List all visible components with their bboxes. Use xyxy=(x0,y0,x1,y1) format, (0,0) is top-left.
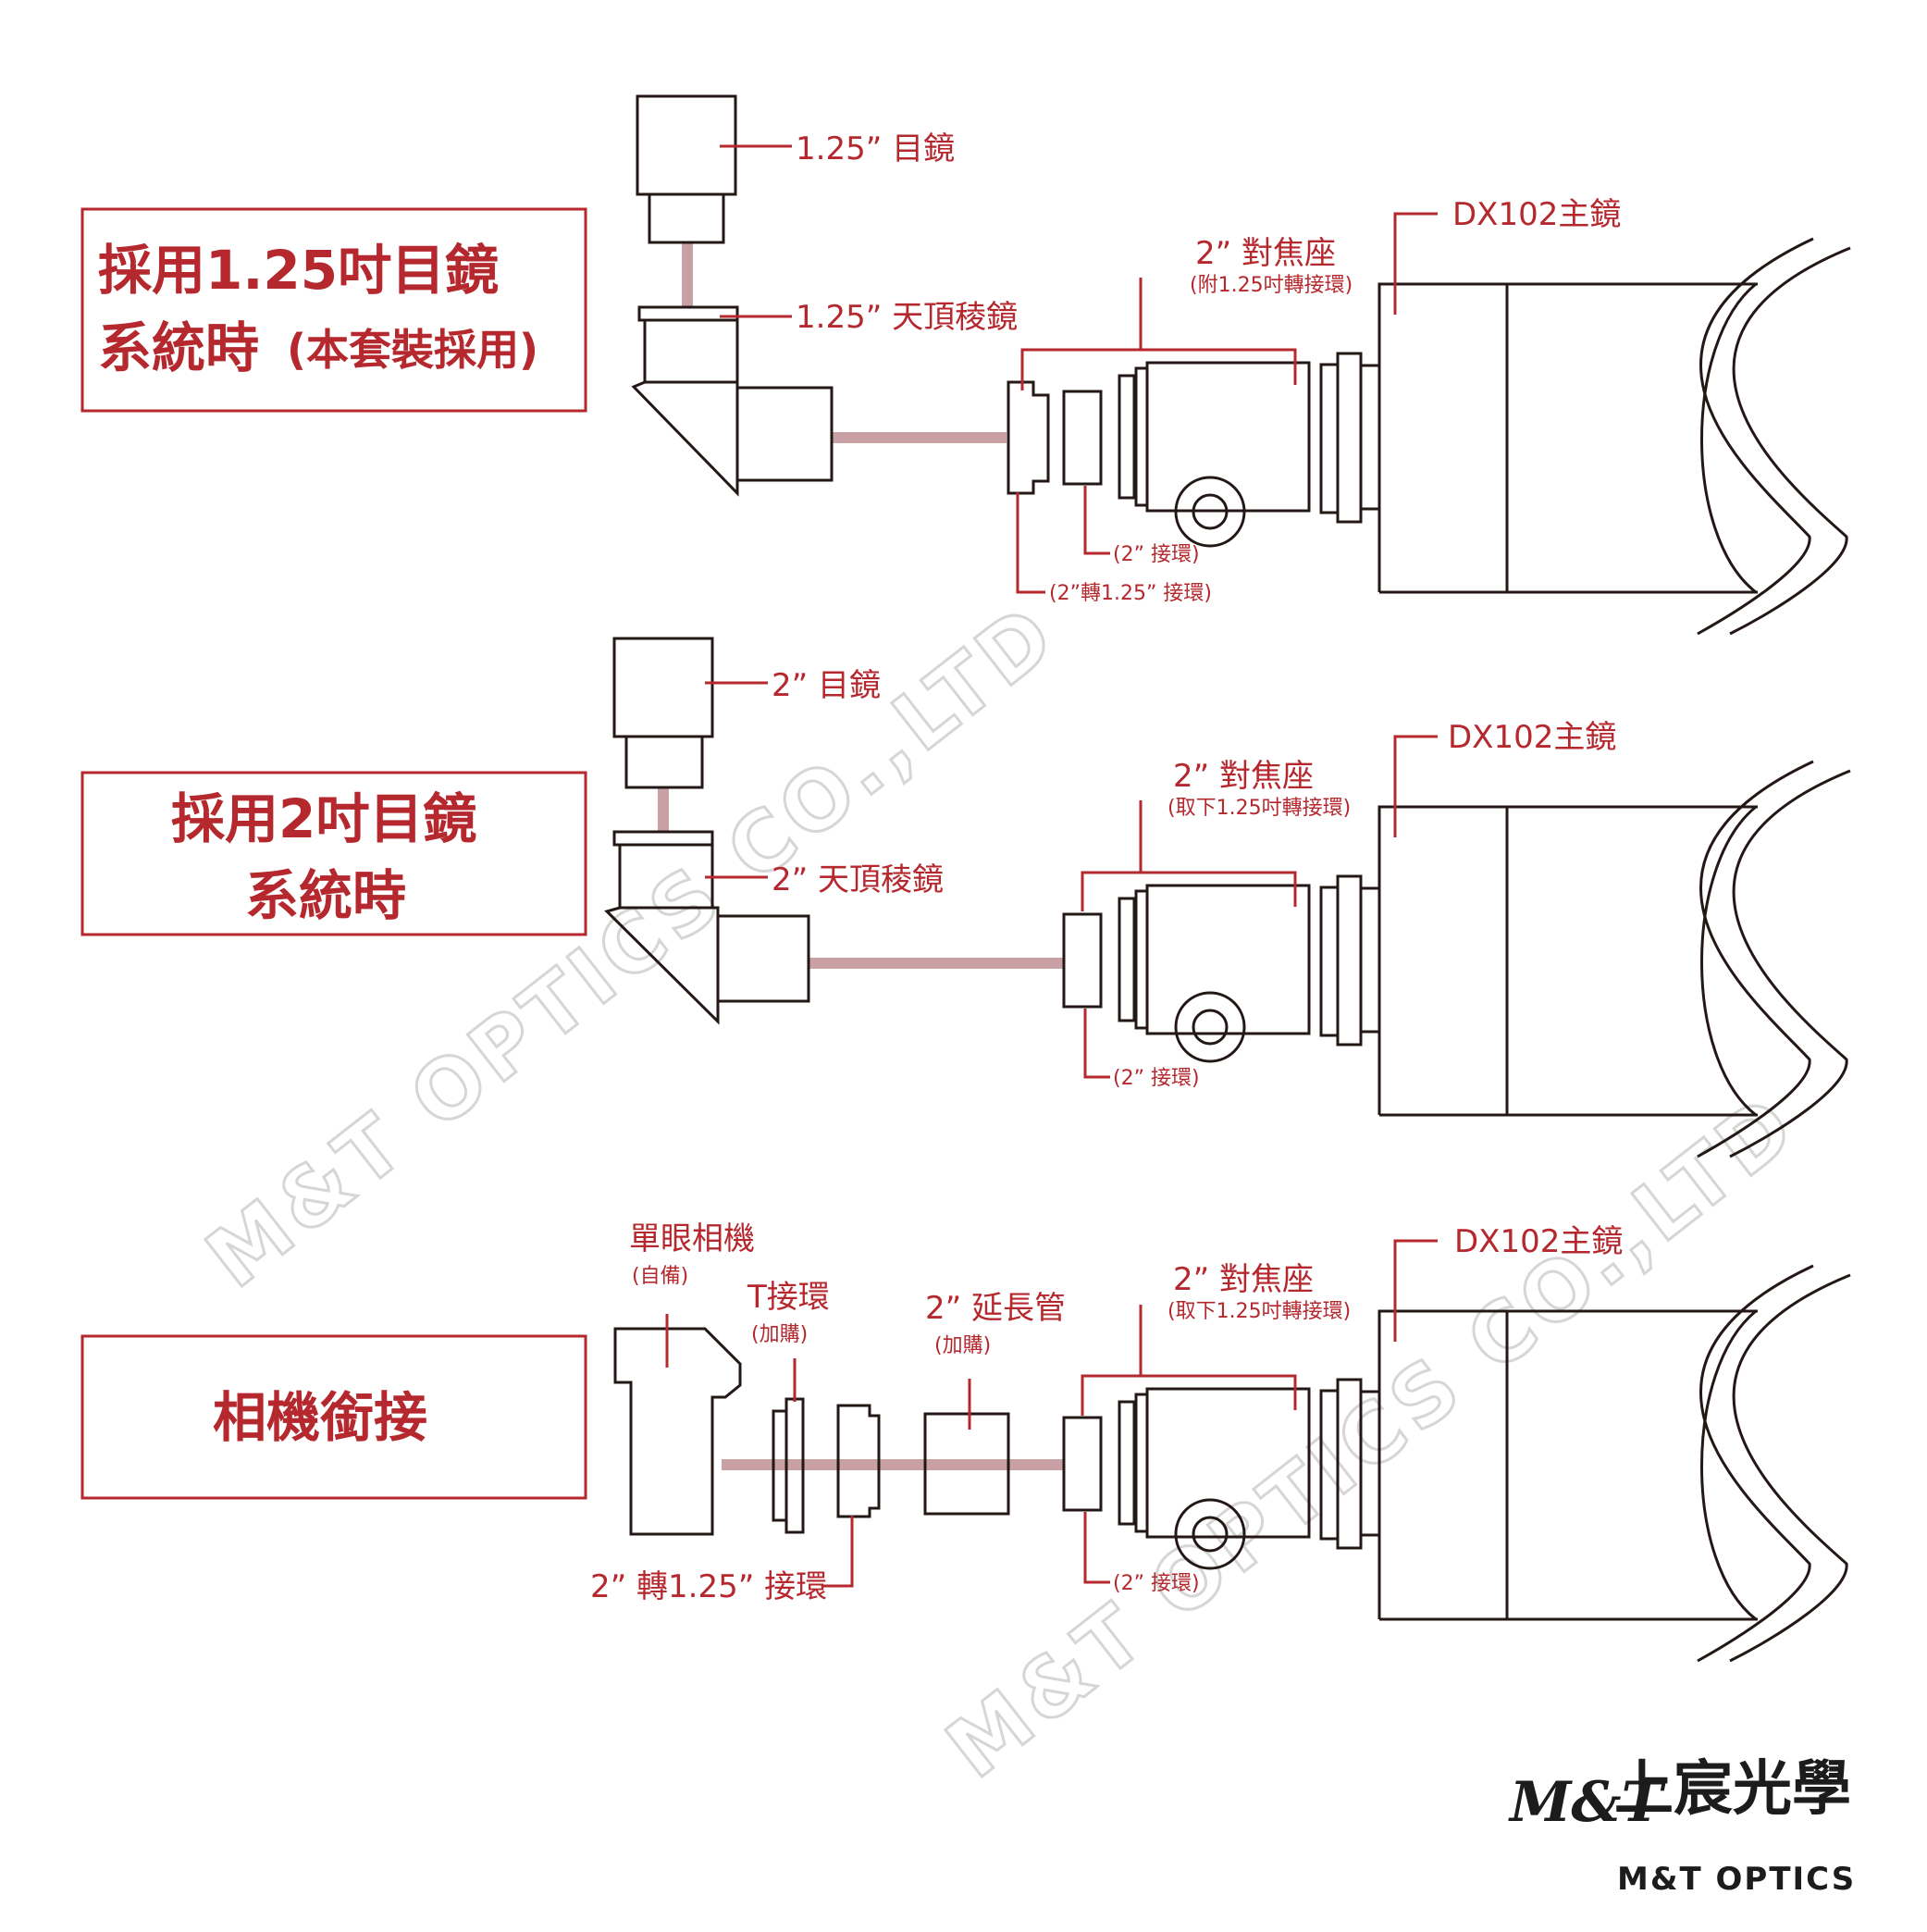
section-2-text: 採用2吋目鏡 系統時 2” 目鏡 2” 天頂稜鏡 2” 對焦座 (取下1.25吋… xyxy=(171,667,1616,1090)
label-ring-2-inch-2: (2” 接環) xyxy=(1113,1067,1200,1090)
label-t-ring-note: (加購) xyxy=(751,1323,808,1346)
section-1-title-line-2: 系統時 xyxy=(98,316,259,379)
section-3-title: 相機銜接 xyxy=(213,1386,427,1449)
label-eyepiece-1-25: 1.25” 目鏡 xyxy=(796,130,955,167)
section-3 xyxy=(80,1264,1851,1663)
ring-2-inch-2 xyxy=(1062,912,1103,1009)
label-diagonal-1-25: 1.25” 天頂稜鏡 xyxy=(796,299,1018,336)
diagonal-1-25 xyxy=(631,305,834,497)
connector-horizontal-2 xyxy=(809,958,1064,969)
section-3-text: 相機銜接 單眼相機 (自備) T接環 (加購) 2” 延長管 (加購) 2” 轉… xyxy=(213,1220,1623,1605)
svg-text:M&T OPTICS CO.,LTD: M&T OPTICS CO.,LTD xyxy=(930,1075,1815,1796)
adapter-2-to-1-25 xyxy=(1007,380,1050,495)
connector-horizontal-3 xyxy=(722,1459,1064,1470)
label-eyepiece-2-inch: 2” 目鏡 xyxy=(772,667,881,704)
label-diagonal-2-inch: 2” 天頂稜鏡 xyxy=(772,861,944,898)
ring-2-inch xyxy=(1062,390,1103,486)
section-1-text: 採用1.25吋目鏡 系統時 (本套裝採用) 1.25” 目鏡 1.25” 天頂稜… xyxy=(98,130,1621,605)
camera-body xyxy=(613,1327,742,1536)
label-main-scope-3: DX102主鏡 xyxy=(1454,1223,1623,1260)
connector-vertical xyxy=(682,242,693,307)
focuser-2-inch xyxy=(1118,352,1381,548)
label-focuser-1: 2” 對焦座 xyxy=(1195,235,1336,272)
adapter-2-to-1-25-camera xyxy=(836,1404,881,1518)
label-ring-2-inch-1: (2” 接環) xyxy=(1113,543,1200,566)
label-extension-tube: 2” 延長管 xyxy=(925,1290,1066,1327)
label-ring-2-inch-3: (2” 接環) xyxy=(1113,1572,1200,1595)
connector-horizontal xyxy=(833,432,1007,443)
section-3-title-box xyxy=(80,1334,587,1500)
company-logo: M&T 上宸光學 M&T OPTICS xyxy=(1508,1754,1856,1898)
main-tube-1 xyxy=(1377,237,1851,636)
section-2-title-line-1: 採用2吋目鏡 xyxy=(171,787,476,850)
label-main-scope-1: DX102主鏡 xyxy=(1452,196,1621,233)
section-1-title-note: (本套裝採用) xyxy=(287,325,538,375)
label-focuser-note-1: (附1.25吋轉接環) xyxy=(1190,274,1353,297)
section-1-title-box xyxy=(80,207,587,413)
main-tube-3 xyxy=(1377,1264,1851,1663)
label-camera: 單眼相機 xyxy=(629,1220,755,1257)
eyepiece-2-inch xyxy=(612,637,714,789)
label-camera-note: (自備) xyxy=(632,1265,688,1288)
section-1-callouts xyxy=(720,144,1438,594)
label-extension-note: (加購) xyxy=(934,1334,991,1357)
section-2 xyxy=(80,637,1851,1158)
logo-chinese-name: 上宸光學 xyxy=(1614,1754,1851,1824)
label-main-scope-2: DX102主鏡 xyxy=(1448,719,1616,756)
watermark-1: M&T OPTICS CO.,LTD xyxy=(188,584,1076,1307)
main-tube-2 xyxy=(1377,760,1851,1158)
logo-mark: M&T xyxy=(1508,1770,1667,1835)
extension-tube xyxy=(923,1412,1010,1516)
label-focuser-2: 2” 對焦座 xyxy=(1173,758,1314,795)
section-2-title-box xyxy=(80,771,587,936)
label-adapter-camera: 2” 轉1.25” 接環 xyxy=(590,1568,827,1605)
label-focuser-note-3: (取下1.25吋轉接環) xyxy=(1167,1300,1351,1323)
logo-english-name: M&T OPTICS xyxy=(1617,1861,1856,1898)
label-focuser-note-2: (取下1.25吋轉接環) xyxy=(1167,797,1351,820)
label-adapter-1: (2”轉1.25” 接環) xyxy=(1049,582,1212,605)
section-2-callouts xyxy=(705,681,1438,1079)
watermark-2: M&T OPTICS CO.,LTD xyxy=(928,1074,1816,1798)
svg-text:M&T OPTICS CO.,LTD: M&T OPTICS CO.,LTD xyxy=(190,585,1075,1306)
section-3-callouts xyxy=(665,1239,1438,1588)
section-2-title-line-2: 系統時 xyxy=(245,864,406,927)
focuser-2-inch-2 xyxy=(1118,874,1381,1063)
focuser-2-inch-3 xyxy=(1118,1378,1381,1570)
connector-vertical-2 xyxy=(658,787,669,832)
ring-2-inch-3 xyxy=(1062,1416,1103,1512)
section-1-title-line-1: 採用1.25吋目鏡 xyxy=(98,239,499,302)
eyepiece-1-25 xyxy=(636,94,737,244)
label-focuser-3: 2” 對焦座 xyxy=(1173,1261,1314,1298)
label-t-ring: T接環 xyxy=(747,1279,830,1316)
